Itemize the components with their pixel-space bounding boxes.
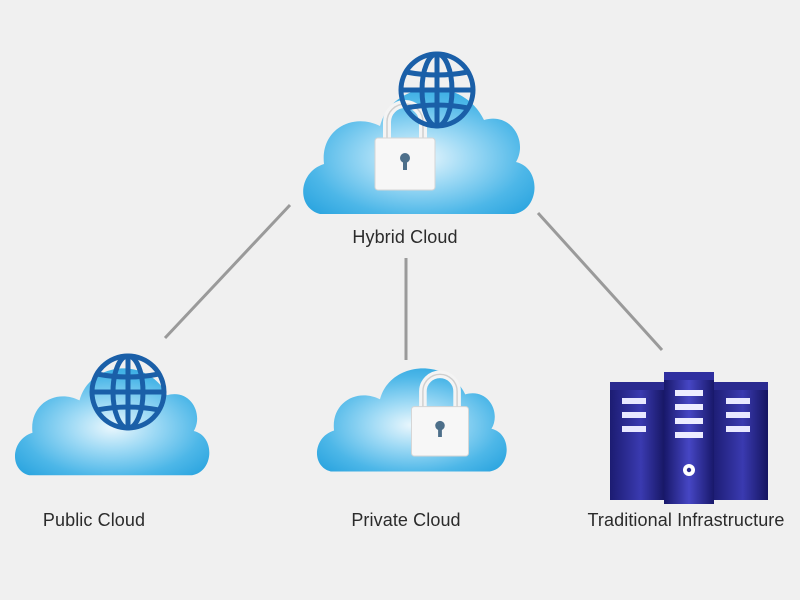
connector-hybrid-public: [163, 203, 292, 340]
traditional-infrastructure-node: [610, 372, 768, 504]
public-cloud-node: [14, 356, 210, 476]
connector-hybrid-traditional: [536, 211, 664, 352]
hybrid-cloud-node: [303, 54, 535, 214]
globe-icon: [92, 356, 164, 428]
hybrid-cloud-label: Hybrid Cloud: [352, 227, 458, 247]
server-rack-icon: [610, 372, 768, 504]
private-cloud-label: Private Cloud: [351, 510, 461, 530]
globe-icon: [401, 54, 473, 126]
public-cloud-label: Public Cloud: [42, 510, 146, 530]
traditional-infrastructure-label: Traditional Infrastructure: [587, 510, 785, 530]
private-cloud-node: [316, 368, 507, 472]
